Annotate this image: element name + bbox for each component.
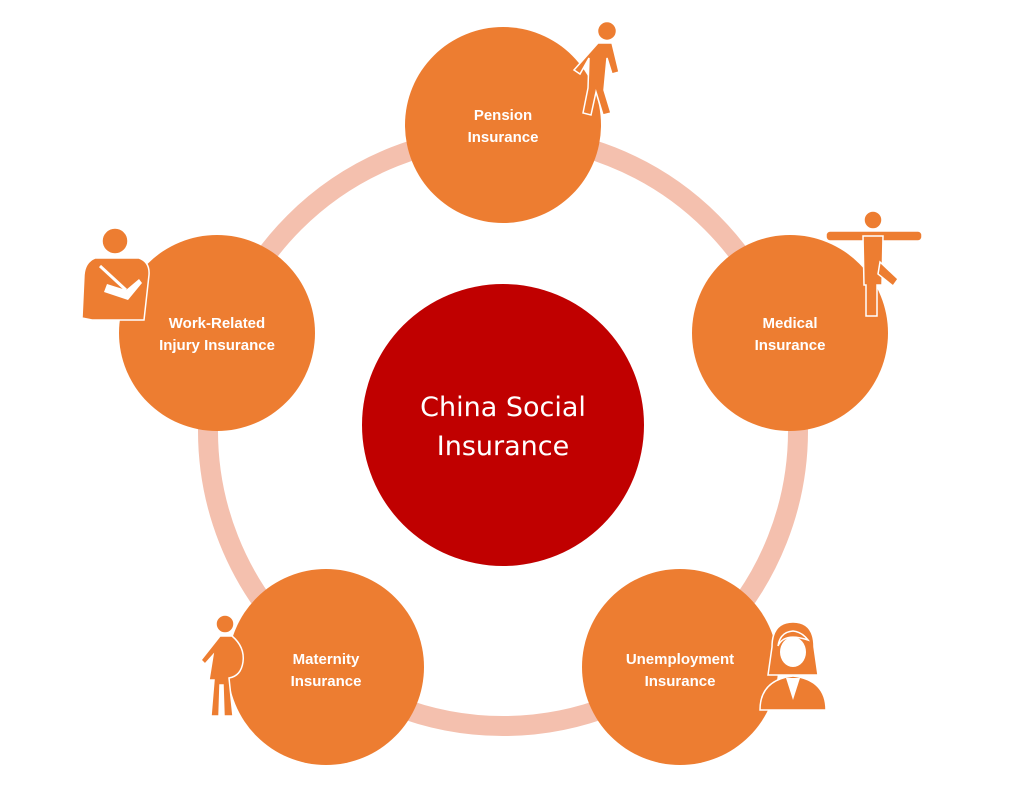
node-circle: [692, 235, 888, 431]
node-circle: [228, 569, 424, 765]
center-hub: China Social Insurance: [362, 284, 644, 566]
node-maternity-insurance: Maternity Insurance: [228, 569, 424, 765]
node-pension-insurance: Pension Insurance: [405, 27, 601, 223]
pregnant-woman-icon: [199, 614, 245, 717]
node-medical-insurance: Medical Insurance: [692, 235, 888, 431]
node-circle: [119, 235, 315, 431]
node-label-line2: Insurance: [468, 129, 539, 146]
woman-in-suit-icon: [759, 621, 827, 711]
node-label-line2: Injury Insurance: [159, 337, 275, 354]
node-circle: [582, 569, 778, 765]
elderly-person-with-cane-icon: [572, 20, 637, 116]
node-label-line2: Insurance: [291, 673, 362, 690]
center-title-line1: China Social: [420, 392, 586, 423]
center-circle: [362, 284, 644, 566]
node-label-line1: Work-Related: [169, 315, 265, 332]
person-with-arm-sling-icon: [81, 227, 150, 321]
node-unemployment-insurance: Unemployment Insurance: [582, 569, 778, 765]
node-label-line1: Unemployment: [626, 651, 734, 668]
node-label-line1: Medical: [762, 315, 817, 332]
node-circle: [405, 27, 601, 223]
yoga-pose-person-icon: [825, 210, 923, 317]
node-label-line1: Pension: [474, 107, 532, 124]
center-title-line2: Insurance: [437, 431, 569, 462]
node-label-line2: Insurance: [755, 337, 826, 354]
node-label-line1: Maternity: [293, 651, 360, 668]
node-work-related-injury-insurance: Work-Related Injury Insurance: [119, 235, 315, 431]
node-label-line2: Insurance: [645, 673, 716, 690]
